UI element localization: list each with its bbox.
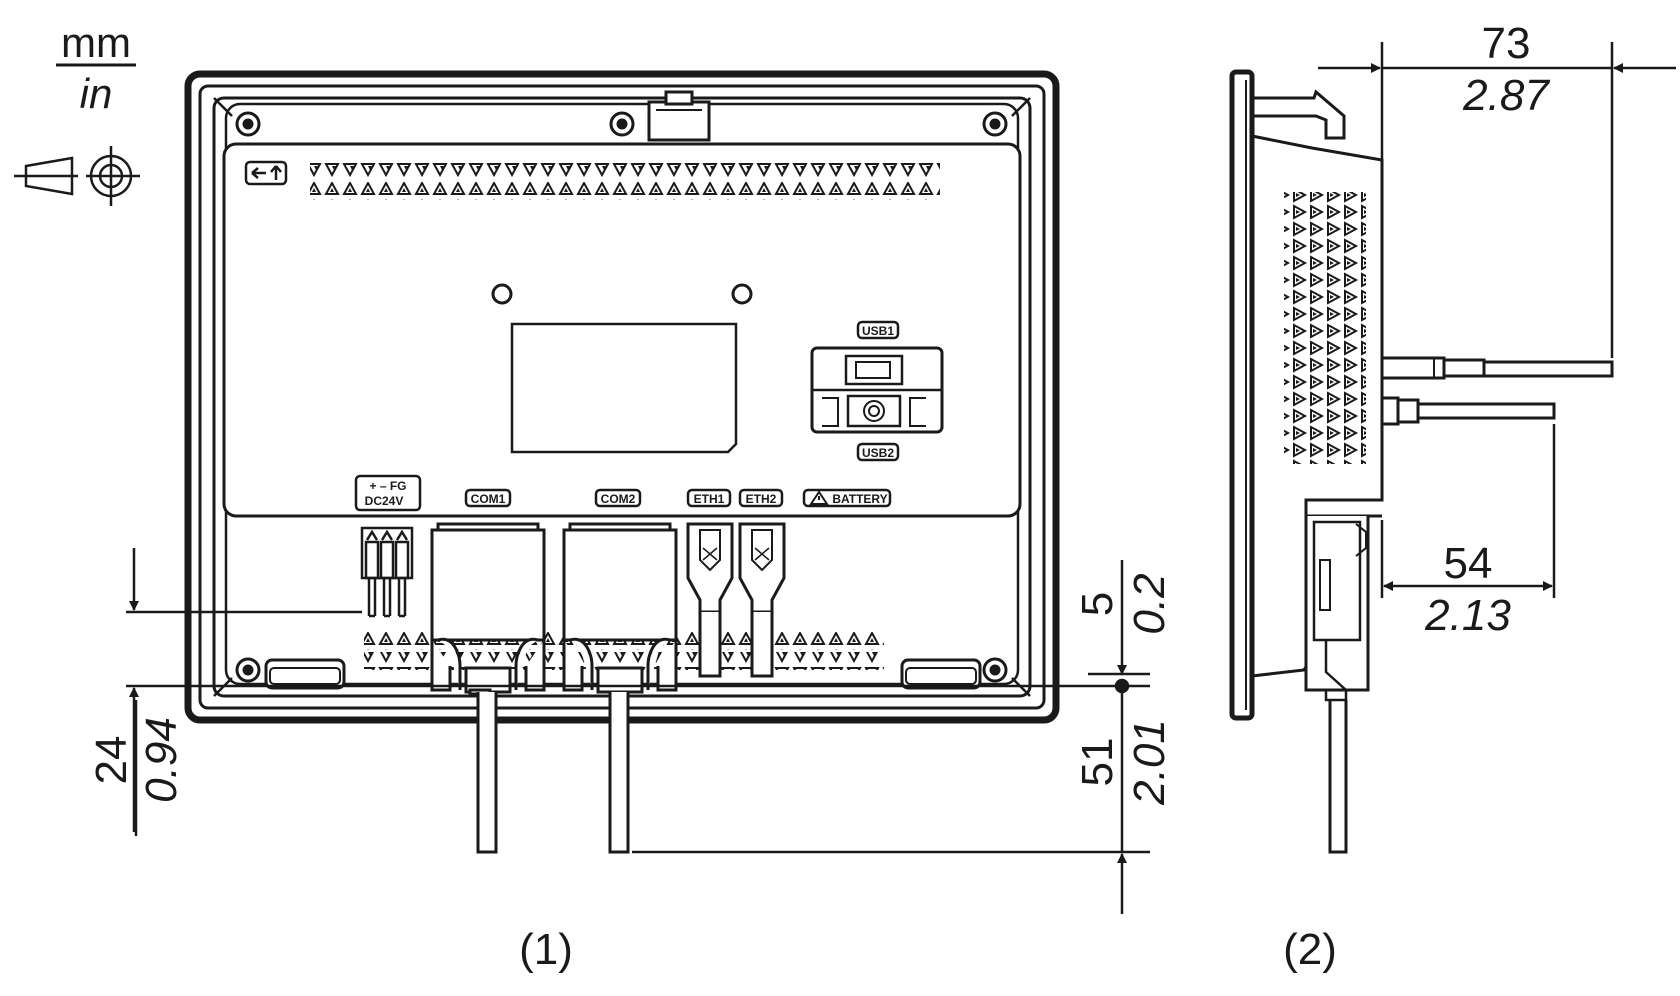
- standoff-right: [731, 283, 753, 305]
- usb2-port: [846, 394, 902, 428]
- projection-symbol-icon: [14, 146, 140, 206]
- label-area: [510, 322, 738, 454]
- eth2-connector: [738, 522, 786, 678]
- dim-cable-length-mm: 51: [1073, 738, 1122, 787]
- side-vents: [1284, 192, 1366, 464]
- dim-power-length-mm: 24: [87, 736, 136, 785]
- usb1-label: USB1: [862, 324, 894, 338]
- side-dimension-lines: [1318, 42, 1676, 598]
- com2-label: COM2: [601, 492, 636, 506]
- standoff-left: [491, 283, 513, 305]
- dim-side-offset-mm: 54: [1444, 539, 1493, 588]
- dim-depth-in: 2.87: [1462, 71, 1550, 120]
- dim-bottom-gap-mm: 5: [1073, 592, 1122, 616]
- com2-label-box: [594, 488, 642, 508]
- battery-label: BATTERY: [832, 492, 887, 506]
- eth1-label-box: [686, 488, 732, 508]
- mounting-screw-icon: [235, 111, 1008, 683]
- view-label-side: (2): [1283, 925, 1337, 974]
- power-voltage-label: DC24V: [365, 494, 404, 508]
- power-polarity-label: + – FG: [369, 479, 406, 493]
- dim-bottom-gap: 5 0.2: [1073, 573, 1174, 634]
- vent-row-top-1: [310, 162, 940, 180]
- view-label-rear: (1): [519, 925, 573, 974]
- usb1-label-box: [856, 320, 900, 340]
- dim-side-offset-in: 2.13: [1424, 591, 1511, 640]
- com1-label-box: [464, 488, 512, 508]
- usb1-port: [844, 354, 904, 386]
- usb2-label-box: [856, 442, 900, 462]
- orientation-arrow-icon: [244, 160, 288, 186]
- eth2-label-box: [738, 488, 784, 508]
- com1-connector: [430, 522, 546, 854]
- unit-in: in: [80, 70, 113, 117]
- warning-triangle-icon: [809, 490, 829, 505]
- dim-bottom-gap-in: 0.2: [1125, 573, 1174, 634]
- dim-power-length-in: 0.94: [137, 717, 186, 803]
- rear-dimension-lines: [126, 548, 1150, 914]
- unit-legend: mm in: [56, 19, 136, 117]
- eth1-connector: [686, 522, 734, 678]
- dim-cable-length: 51 2.01: [1073, 719, 1174, 806]
- unit-mm: mm: [61, 19, 131, 66]
- dim-side-offset: 54 2.13: [1424, 539, 1511, 640]
- rear-cover: [222, 142, 1022, 518]
- dim-power-length: 24 0.94: [87, 700, 186, 836]
- eth1-label: ETH1: [694, 492, 725, 506]
- com1-label: COM1: [471, 492, 506, 506]
- top-clip: [647, 100, 711, 142]
- battery-label-box: [802, 488, 892, 508]
- dim-depth: 73 2.87: [1462, 19, 1550, 120]
- dim-cable-length-in: 2.01: [1125, 719, 1174, 806]
- dim-depth-mm: 73: [1482, 19, 1531, 68]
- com2-connector: [562, 522, 678, 854]
- eth2-label: ETH2: [746, 492, 777, 506]
- port-labels: USB1 USB2 + – FG DC24V COM1 COM2 ETH1 ET…: [365, 324, 895, 508]
- side-bezel: [1229, 69, 1255, 721]
- power-label-box: [354, 474, 422, 512]
- vent-row-top-2: [310, 182, 940, 200]
- usb2-label: USB2: [862, 446, 894, 460]
- rear-view: [184, 70, 1060, 854]
- side-view: [1229, 69, 1614, 854]
